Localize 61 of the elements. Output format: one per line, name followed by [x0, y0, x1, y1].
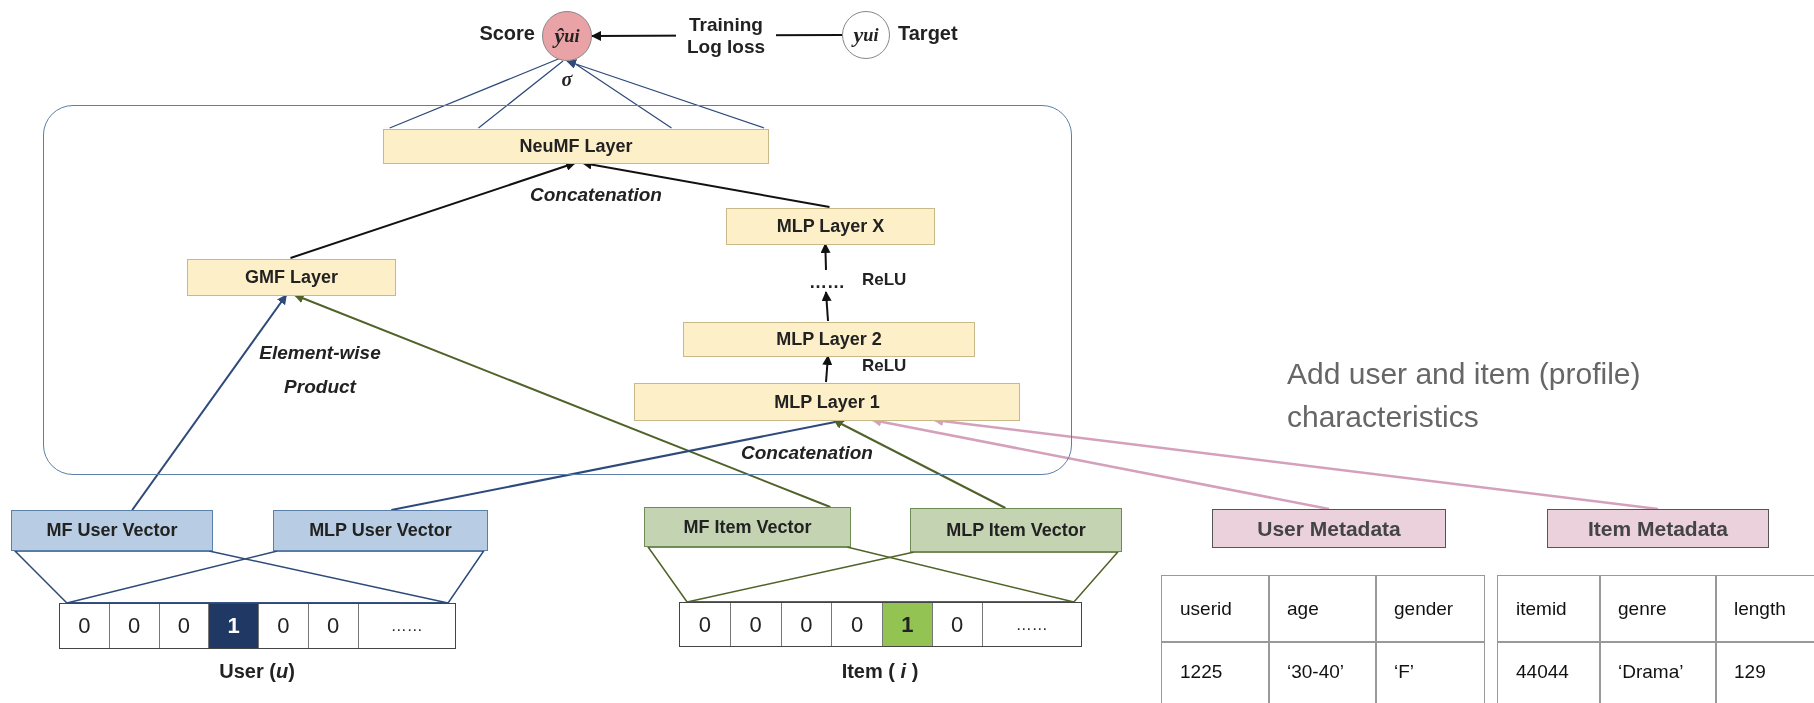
connector-line: [66, 550, 486, 604]
table-cell: ‘F’: [1375, 641, 1485, 703]
table-cell: genre: [1599, 575, 1717, 643]
vector-cell: 0: [680, 603, 731, 646]
layer-box: NeuMF Layer: [383, 129, 769, 164]
vector-cell-text: ……: [389, 616, 424, 636]
layer-box: GMF Layer: [187, 259, 396, 296]
vector-cell: 0: [60, 604, 110, 648]
sigma-symbol: σ: [560, 68, 574, 91]
table-cell: itemid: [1497, 575, 1601, 643]
vector-box: MF User Vector: [11, 510, 213, 551]
activation-label: ReLU: [862, 356, 908, 376]
node-caption: Target: [898, 22, 959, 45]
vector-box: MLP Item Vector: [910, 508, 1122, 552]
table-cell: 129: [1715, 641, 1814, 703]
layer-box: MLP Layer X: [726, 208, 935, 245]
node-caption: Score: [478, 22, 535, 45]
arrow: [832, 419, 1007, 509]
arrow: [389, 57, 765, 129]
operation-label: Element-wise Product: [258, 341, 382, 399]
one-hot-vector: [679, 602, 1082, 647]
vector-cell: 0: [781, 603, 833, 646]
vector-cell: 0: [109, 604, 160, 648]
vector-cell: 1: [883, 603, 933, 646]
arrow: [591, 30, 843, 41]
metadata-box: User Metadata: [1212, 509, 1446, 548]
operation-label: Concatenation: [529, 184, 663, 206]
table-cell: 1225: [1161, 641, 1270, 703]
table-cell: age: [1268, 575, 1377, 643]
arrow: [131, 294, 288, 511]
arrow: [289, 161, 576, 259]
vector-cell: 0: [259, 604, 309, 648]
node-caption: Item ( i ): [840, 660, 920, 683]
model-frame: [43, 105, 1072, 475]
vector-cell: 0: [730, 603, 782, 646]
arrow: [820, 243, 831, 271]
annotation-text: Add user and item (profile) characteristics: [1287, 356, 1642, 435]
table-cell: userid: [1161, 575, 1270, 643]
operation-label: Concatenation: [740, 442, 874, 464]
node-caption: User (u): [218, 660, 296, 683]
metadata-box: Item Metadata: [1547, 509, 1769, 548]
vector-cell: 0: [932, 603, 983, 646]
vector-cell-text: ……: [1014, 614, 1049, 635]
table-cell: 44044: [1497, 641, 1601, 703]
arrow: [822, 355, 833, 383]
table-cell: length: [1715, 575, 1814, 643]
ellipsis-text: ……: [805, 271, 849, 293]
connector-line: [686, 551, 1120, 603]
table-cell: ‘30-40’: [1268, 641, 1377, 703]
vector-cell: 1: [209, 604, 259, 648]
arrow: [293, 293, 832, 508]
layer-box: MLP Layer 2: [683, 322, 975, 357]
arrow: [821, 291, 832, 322]
vector-box: MLP User Vector: [273, 510, 488, 551]
one-hot-vector: [59, 603, 456, 649]
layer-box: MLP Layer 1: [634, 383, 1020, 421]
activation-label: ReLU: [862, 270, 908, 290]
table-cell: gender: [1375, 575, 1485, 643]
table-cell: ‘Drama’: [1599, 641, 1717, 703]
vector-box: MF Item Vector: [644, 507, 851, 547]
vector-cell: 0: [308, 604, 359, 648]
